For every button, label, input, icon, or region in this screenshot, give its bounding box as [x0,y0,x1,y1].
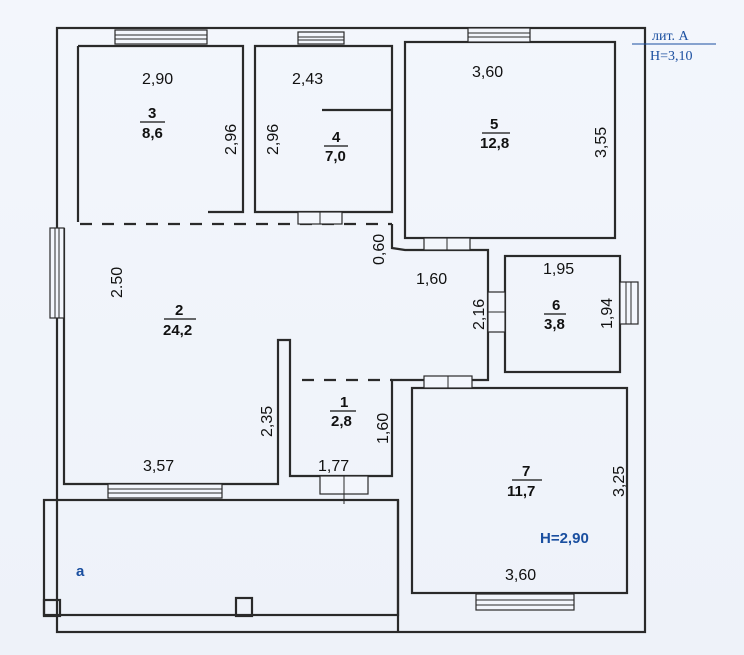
window-room-7-bottom [475,593,575,611]
room-6-number: 6 [552,297,560,314]
room-2-dim-inner: 2,35 [259,406,276,437]
room-3-dim-side: 2,96 [223,124,240,155]
room-2-area: 24,2 [163,322,192,339]
window-room-3-top [114,29,208,45]
room-5-dim-side: 3,55 [593,127,610,158]
door-room-5 [423,237,471,251]
room-5-area: 12,8 [480,135,509,152]
window-room-2-left [49,227,65,319]
room-1-area: 2,8 [331,413,352,430]
door-room-6 [487,291,506,333]
room-1-number: 1 [340,394,348,411]
room-3-dim-top: 2,90 [142,71,173,88]
room-6-dim-top: 1,95 [543,261,574,278]
window-room-6-right [619,281,639,325]
room-4-number: 4 [332,129,341,146]
hall-dim-width: 1,60 [416,271,447,288]
ceiling-height-room-7: Н=2,90 [540,530,589,547]
window-room-2-bottom [107,483,223,499]
door-room-4 [297,211,343,225]
room-2-dim-bottom: 3,57 [143,458,174,475]
room-7-dim-bottom: 3,60 [505,567,536,584]
ceiling-height-main: Н=3,10 [650,49,693,64]
room-3-area: 8,6 [142,125,163,142]
room-2-dim-side: 2.50 [109,267,126,298]
room-1-dim-bottom: 1,77 [318,458,349,475]
room-2-number: 2 [175,302,183,319]
room-7-dim-side: 3,25 [611,466,628,497]
room-2-walls [62,224,490,486]
hall-dim-depth: 2,16 [471,299,488,330]
room-1-dim-side: 1,60 [375,413,392,444]
room-3-walls [76,44,245,222]
room-5-dim-top: 3,60 [472,64,503,81]
room-6-area: 3,8 [544,316,565,333]
room-5-walls [403,40,617,240]
room-6-dim-side: 1,94 [599,298,616,329]
room-7-number: 7 [522,463,530,480]
door-room-1 [319,475,369,504]
outer-wall [55,26,647,634]
room-5-number: 5 [490,116,498,133]
room-4-walls [253,44,394,214]
room-3-number: 3 [148,105,156,122]
window-room-4-top [297,31,345,45]
door-room-7 [423,375,473,389]
room-4-area: 7,0 [325,148,346,165]
terrace-post [42,598,62,618]
room-7-walls [410,386,629,595]
room-4-dim-top: 2,43 [292,71,323,88]
room-7-area: 11,7 [507,483,535,500]
terrace-label: а [76,563,85,580]
window-room-5-top [467,27,531,43]
lit-label: лит. А [652,29,690,44]
terrace-outline [42,498,400,617]
terrace-post [234,596,254,618]
room-2-dim-passage: 0,60 [371,234,388,265]
room-4-dim-side: 2,96 [265,124,282,155]
